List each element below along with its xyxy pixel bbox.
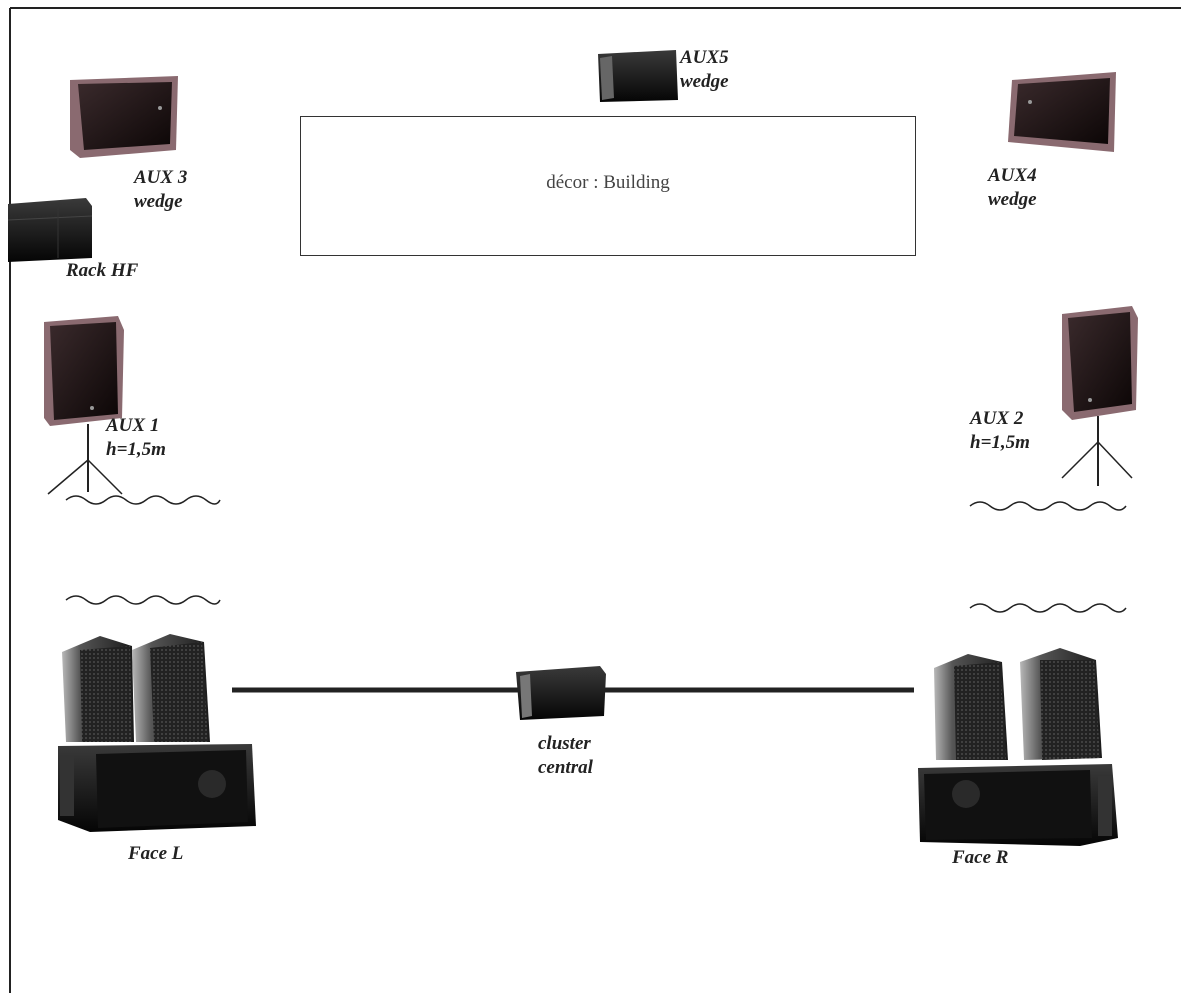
aux4-wedge-speaker <box>1008 72 1116 152</box>
aux3-label: AUX 3 wedge <box>134 167 188 212</box>
decor-label: décor : Building <box>546 172 670 193</box>
decor-building-box: décor : Building <box>300 116 916 256</box>
cluster-central-speaker <box>516 666 606 720</box>
stage-frame <box>9 7 1181 993</box>
aux5-label: AUX5 wedge <box>680 47 729 92</box>
aux5-wedge-speaker <box>598 50 678 102</box>
aux2-label: AUX 2 h=1,5m <box>970 408 1030 453</box>
rack-hf-label: Rack HF <box>66 260 139 281</box>
stage-edge-waves <box>65 495 1127 613</box>
aux1-label: AUX 1 h=1,5m <box>106 415 166 460</box>
face-l-speaker-stack <box>58 634 256 832</box>
aux3-wedge-speaker <box>70 76 178 158</box>
rack-hf-case <box>7 198 93 262</box>
face-r-speaker-stack <box>918 648 1118 846</box>
face-r-label: Face R <box>952 847 1009 868</box>
aux2-speaker-on-stand <box>1061 306 1138 486</box>
face-l-label: Face L <box>128 843 184 864</box>
aux4-label: AUX4 wedge <box>988 165 1037 210</box>
aux1-speaker-on-stand <box>44 316 124 495</box>
cluster-central-label: cluster central <box>538 733 593 778</box>
